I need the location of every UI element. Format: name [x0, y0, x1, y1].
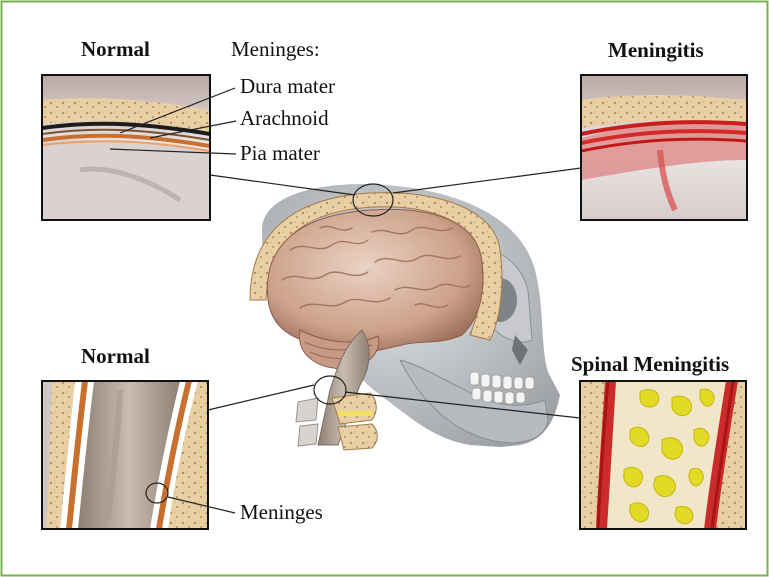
arachnoid-label: Arachnoid	[240, 108, 329, 129]
spinal-meningitis-label: Spinal Meningitis	[571, 354, 729, 375]
normal-meninges-panel	[42, 75, 210, 220]
meninges-bottom-label: Meninges	[240, 502, 323, 523]
meningitis-label: Meningitis	[608, 40, 704, 61]
dura-mater-label: Dura mater	[240, 76, 335, 97]
spinal-meningitis-panel	[580, 381, 746, 529]
normal-spine-panel	[42, 381, 208, 529]
pia-mater-label: Pia mater	[240, 143, 320, 164]
meningitis-panel	[581, 75, 747, 220]
meninges-heading: Meninges:	[231, 39, 320, 60]
normal-top-label: Normal	[81, 39, 150, 60]
normal-bottom-label: Normal	[81, 346, 150, 367]
